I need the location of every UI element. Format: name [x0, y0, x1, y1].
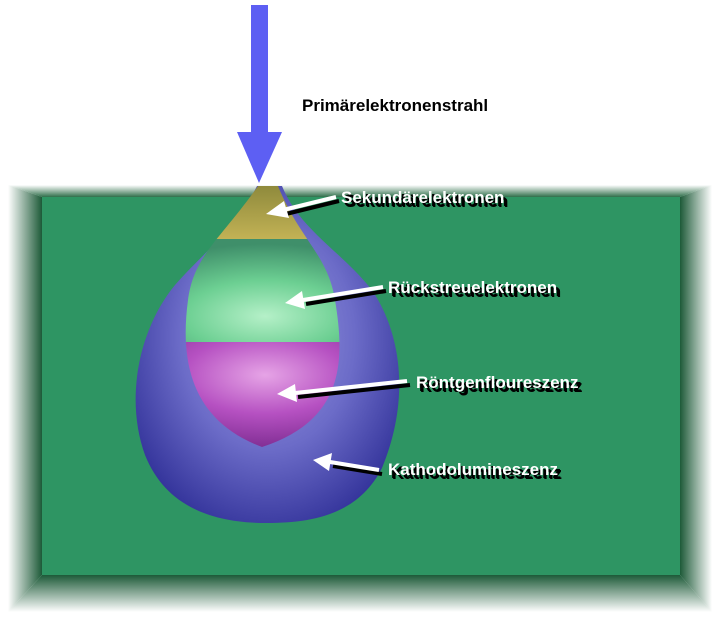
specimen-frame-right [680, 185, 712, 612]
xray-fluorescence-label: Röntgenfloureszenz [416, 373, 578, 393]
primary-beam-arrow [237, 5, 282, 183]
primary-beam-label: Primärelektronenstrahl [302, 96, 488, 116]
cathodoluminescence-label: Kathodolumineszenz [388, 460, 558, 480]
specimen-frame-left [8, 185, 42, 612]
backscatter-electrons-label: Rückstreuelektronen [388, 278, 557, 298]
specimen-frame-bottom [8, 575, 712, 612]
secondary-electrons-label: Sekundärelektronen [341, 188, 504, 208]
